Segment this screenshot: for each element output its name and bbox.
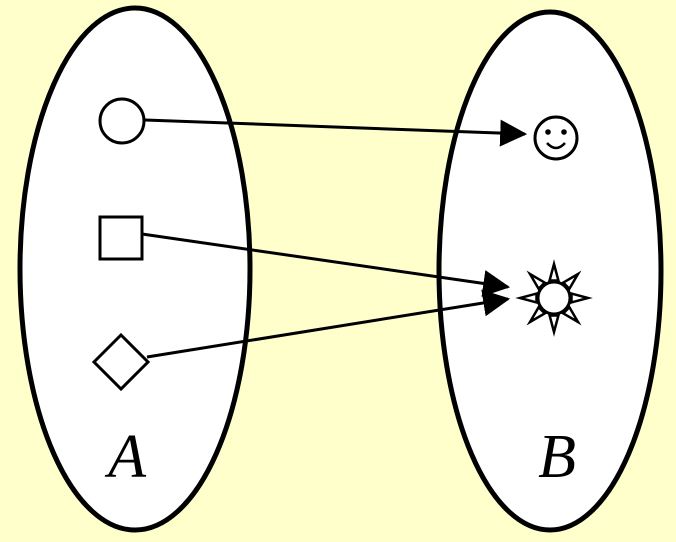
arrow-circle-to-smiley xyxy=(144,118,528,147)
circle-element xyxy=(98,97,146,145)
smiley-face-icon xyxy=(533,115,579,161)
set-b-label: B xyxy=(538,423,576,491)
square-element xyxy=(98,215,144,261)
set-a-elements xyxy=(91,97,151,392)
set-a-label: A xyxy=(104,423,147,491)
set-b-ellipse xyxy=(436,9,664,533)
set-b-elements xyxy=(515,115,593,337)
mapping-arrows xyxy=(141,118,528,359)
arrow-square-to-sun xyxy=(141,232,511,297)
set-a-ellipse xyxy=(17,5,253,533)
arrow-diamond-to-sun xyxy=(146,289,511,359)
sun-icon xyxy=(515,259,593,337)
diamond-element xyxy=(91,332,151,392)
